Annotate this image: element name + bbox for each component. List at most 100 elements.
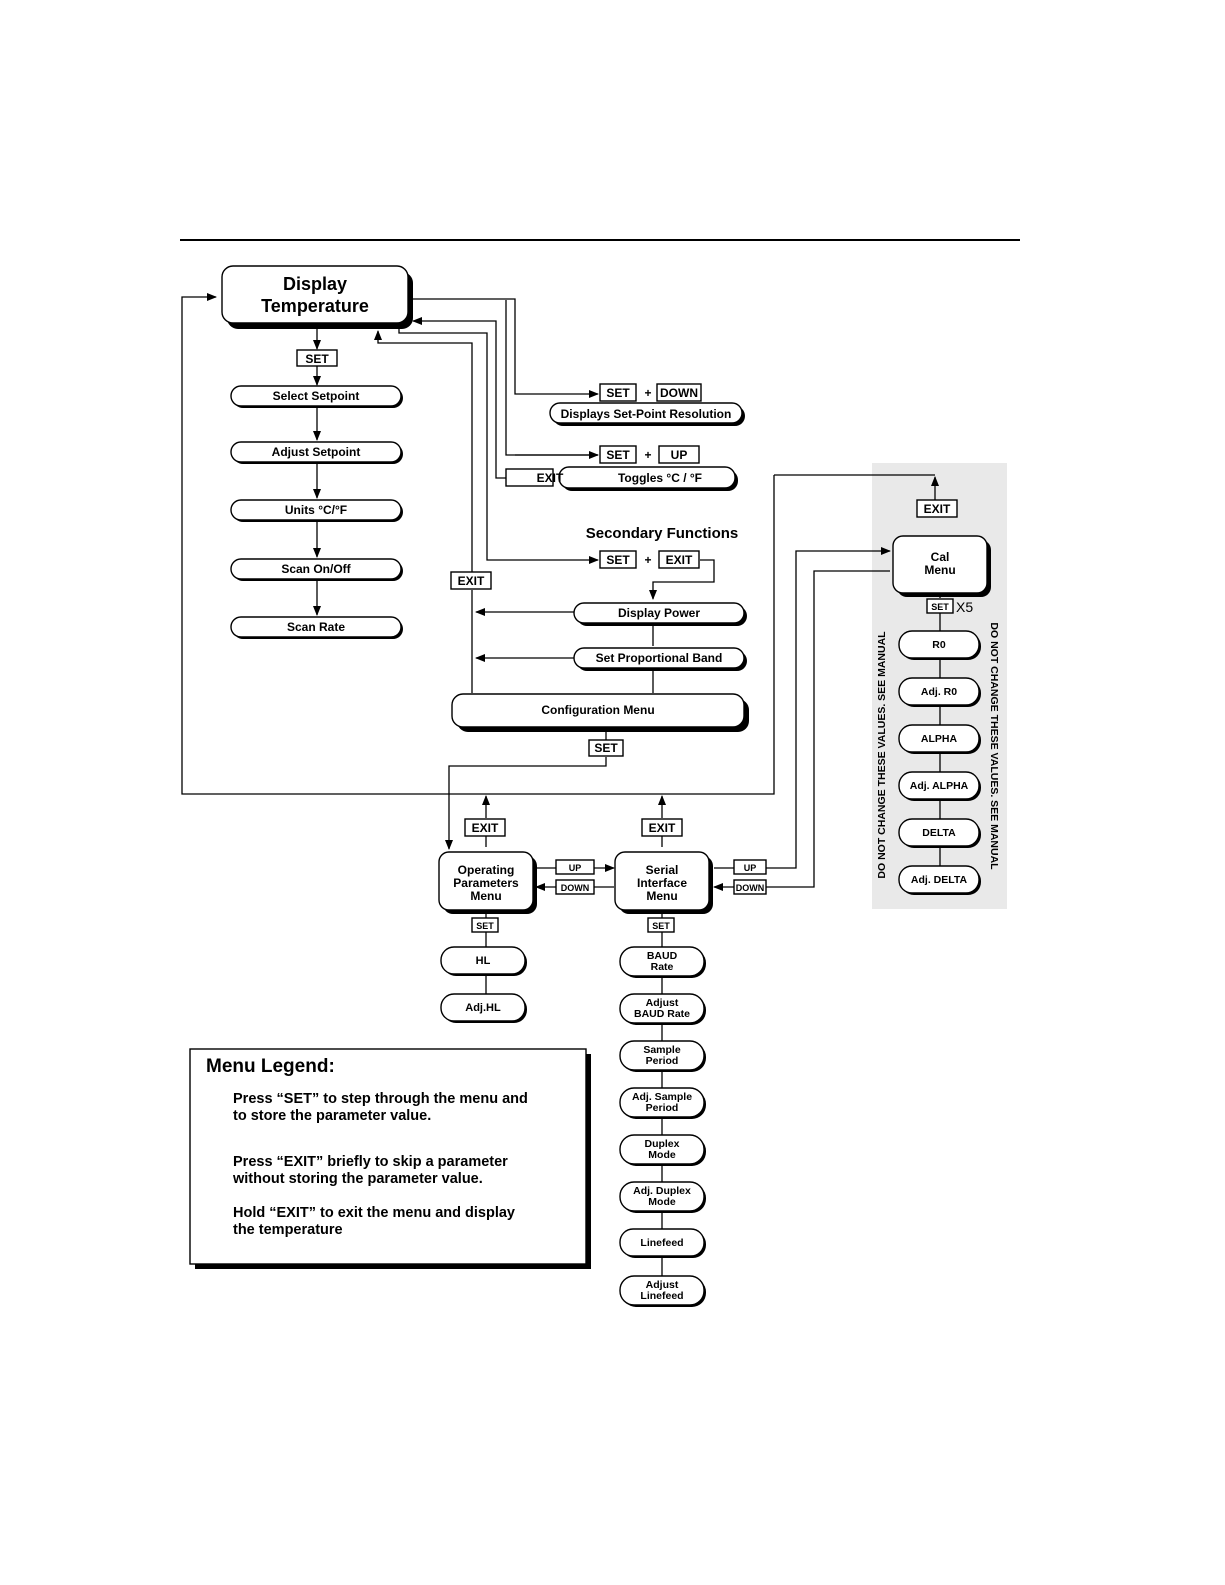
display-temperature-line2: Temperature [261, 296, 369, 316]
set-up-shortcut: SET + UP [599, 445, 700, 464]
svg-text:EXIT: EXIT [458, 574, 485, 588]
secondary-functions-title: Secondary Functions [586, 525, 739, 542]
cal-to-serial-down-key: DOWN [733, 879, 767, 895]
display-power-item: Display Power [573, 602, 747, 626]
operating-item-hl: HL [440, 946, 527, 976]
operating-item-adj-hl: Adj.HL [440, 993, 527, 1023]
cal-item-adj-r0: Adj. R0 [898, 677, 981, 707]
main-item-select-setpoint: Select Setpoint [230, 385, 403, 408]
legend-line-5: Hold “EXIT” to exit the menu and display [233, 1205, 515, 1221]
svg-text:UP: UP [744, 863, 757, 873]
svg-text:BAUD: BAUD [647, 950, 678, 962]
svg-text:Serial: Serial [646, 863, 679, 877]
connectors [181, 293, 941, 1300]
display-temperature-box: Display Temperature [221, 265, 413, 329]
legend-line-2: to store the parameter value. [233, 1108, 431, 1124]
svg-text:Sample: Sample [643, 1044, 681, 1056]
legend-line-3: Press “EXIT” briefly to skip a parameter [233, 1154, 508, 1170]
legend-line-6: the temperature [233, 1222, 343, 1238]
serial-to-operating-down-key: DOWN [555, 879, 595, 895]
svg-text:Cal: Cal [931, 550, 950, 564]
svg-text:Mode: Mode [648, 1149, 676, 1161]
svg-text:Configuration Menu: Configuration Menu [541, 703, 654, 717]
serial-set-key: SET [647, 917, 675, 933]
svg-text:Linefeed: Linefeed [640, 1237, 683, 1249]
svg-text:+: + [644, 386, 651, 400]
svg-text:EXIT: EXIT [924, 502, 951, 516]
svg-text:EXIT: EXIT [649, 821, 676, 835]
svg-text:DELTA: DELTA [922, 827, 956, 839]
cal-warning-left: DO NOT CHANGE THESE VALUES. SEE MANUAL [876, 631, 888, 879]
secondary-exit-key: EXIT [450, 571, 492, 590]
svg-text:UP: UP [569, 863, 582, 873]
menu-legend-title: Menu Legend: [206, 1056, 335, 1077]
serial-to-cal-up-key: UP [733, 859, 767, 875]
svg-text:Parameters: Parameters [453, 876, 519, 890]
operating-set-key: SET [471, 917, 499, 933]
svg-text:SET: SET [606, 553, 630, 567]
svg-text:Rate: Rate [651, 961, 674, 973]
operating-parameters-menu-box: Operating Parameters Menu [438, 851, 537, 914]
svg-text:Menu: Menu [646, 889, 677, 903]
cal-item-alpha: ALPHA [898, 724, 981, 754]
serial-exit-key: EXIT [641, 818, 683, 837]
cal-item-adj-delta: Adj. DELTA [898, 865, 981, 895]
main-item-units: Units °C/°F [230, 499, 403, 522]
svg-text:Menu: Menu [470, 889, 501, 903]
serial-item-linefeed: Linefeed [619, 1228, 706, 1258]
svg-text:SET: SET [606, 448, 630, 462]
svg-text:Period: Period [646, 1102, 679, 1114]
svg-text:Period: Period [646, 1055, 679, 1067]
svg-text:SET: SET [305, 352, 329, 366]
cal-exit-key: EXIT [916, 499, 958, 518]
serial-item-adjust-baud-rate: Adjust BAUD Rate [619, 993, 706, 1025]
svg-text:DOWN: DOWN [660, 386, 698, 400]
svg-text:BAUD Rate: BAUD Rate [634, 1008, 690, 1020]
operating-exit-key: EXIT [464, 818, 506, 837]
cal-set-times: X5 [956, 599, 973, 615]
svg-text:Adj. ALPHA: Adj. ALPHA [910, 780, 969, 792]
cal-set-key: SET X5 [926, 598, 973, 615]
set-down-shortcut: SET + DOWN [599, 383, 702, 402]
display-temperature-line1: Display [283, 274, 347, 294]
svg-text:R0: R0 [932, 639, 946, 651]
svg-text:HL: HL [476, 955, 491, 967]
svg-text:Menu: Menu [924, 563, 955, 577]
svg-text:Adjust: Adjust [646, 997, 679, 1009]
svg-text:+: + [644, 448, 651, 462]
svg-text:EXIT: EXIT [472, 821, 499, 835]
legend-line-4: without storing the parameter value. [232, 1171, 483, 1187]
svg-text:Linefeed: Linefeed [640, 1290, 683, 1302]
svg-text:+: + [644, 553, 651, 567]
svg-text:Operating: Operating [458, 863, 515, 877]
svg-text:Select Setpoint: Select Setpoint [273, 389, 360, 403]
svg-text:ALPHA: ALPHA [921, 733, 958, 745]
svg-text:Displays Set-Point Resolution: Displays Set-Point Resolution [561, 407, 732, 421]
svg-text:Duplex: Duplex [644, 1138, 679, 1150]
svg-text:Scan On/Off: Scan On/Off [281, 562, 351, 576]
serial-item-adjust-linefeed: Adjust Linefeed [619, 1275, 706, 1307]
svg-text:Adj. R0: Adj. R0 [921, 686, 957, 698]
set-point-resolution-item: Displays Set-Point Resolution [549, 402, 745, 426]
operating-to-serial-up-key: UP [555, 859, 595, 875]
serial-interface-menu-box: Serial Interface Menu [614, 851, 713, 914]
svg-text:Adj. Duplex: Adj. Duplex [633, 1185, 691, 1197]
svg-text:SET: SET [594, 741, 618, 755]
svg-text:Mode: Mode [648, 1196, 676, 1208]
svg-text:SET: SET [476, 921, 494, 931]
svg-text:SET: SET [652, 921, 670, 931]
cal-item-adj-alpha: Adj. ALPHA [898, 771, 981, 801]
main-item-scan-on-off: Scan On/Off [230, 558, 403, 581]
serial-item-duplex-mode: Duplex Mode [619, 1134, 706, 1166]
svg-text:EXIT: EXIT [666, 553, 693, 567]
svg-text:Adj. DELTA: Adj. DELTA [911, 874, 968, 886]
set-exit-shortcut: SET + EXIT [599, 550, 700, 569]
cal-warning-right: DO NOT CHANGE THESE VALUES. SEE MANUAL [988, 622, 1000, 870]
serial-item-baud-rate: BAUD Rate [619, 946, 706, 978]
svg-text:Set Proportional Band: Set Proportional Band [596, 651, 723, 665]
svg-text:Toggles °C / °F: Toggles °C / °F [618, 471, 702, 485]
svg-text:SET: SET [606, 386, 630, 400]
svg-text:EXIT: EXIT [537, 471, 564, 485]
svg-text:SET: SET [931, 602, 949, 612]
